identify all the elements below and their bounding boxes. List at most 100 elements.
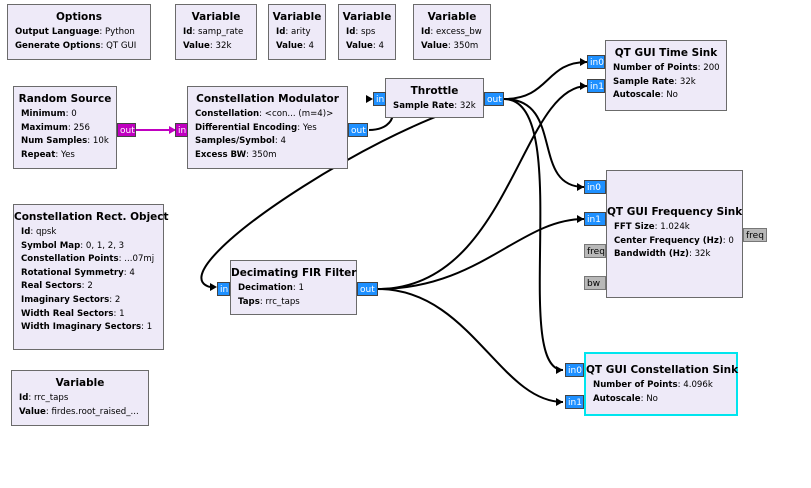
random-source-block[interactable]: Random Source Minimum: 0 Maximum: 256 Nu…: [13, 86, 117, 169]
variable-sps-block[interactable]: Variable Id: sps Value: 4: [338, 4, 396, 60]
param-key: Autoscale: [593, 393, 641, 404]
block-title: Throttle: [410, 85, 459, 97]
param-value: <con... (m=4)>: [264, 109, 334, 119]
param-value: sps: [361, 27, 376, 37]
freq-sink-in0-port[interactable]: in0: [584, 180, 606, 194]
param-value: No: [646, 393, 658, 404]
param-value: 2: [114, 294, 121, 305]
param-value: rrc_taps: [34, 393, 69, 403]
arrow-freqsink-in0: [577, 183, 584, 191]
param-value: ...07mj: [124, 254, 155, 265]
constellation-modulator-block[interactable]: Constellation Modulator Constellation: <…: [187, 86, 348, 169]
block-title: Constellation Modulator: [196, 93, 339, 105]
block-title: Constellation Rect. Object: [14, 211, 169, 223]
param-key: Id: [183, 27, 193, 37]
const-sink-in0-port[interactable]: in0: [565, 363, 584, 377]
param-value: samp_rate: [198, 27, 244, 37]
arrow-freqsink-in1: [577, 215, 584, 223]
connection-throttle-to-timesink-in0[interactable]: [503, 61, 588, 100]
param-key: Autoscale: [613, 90, 661, 101]
param-value: 10k: [92, 136, 109, 147]
param-key: Id: [346, 27, 356, 37]
qt-gui-time-sink-block[interactable]: QT GUI Time Sink Number of Points: 200 S…: [605, 40, 727, 111]
block-title: QT GUI Frequency Sink: [607, 206, 743, 218]
time-sink-in0-port[interactable]: in0: [587, 55, 605, 69]
param-value: 350m: [251, 149, 277, 160]
variable-rrc-taps-block[interactable]: Variable Id: rrc_taps Value: firdes.root…: [11, 370, 149, 426]
param-value: excess_bw: [436, 27, 482, 37]
param-key: Value: [276, 40, 303, 51]
connection-throttle-to-freqsink-in0[interactable]: [503, 98, 585, 188]
param-key: Differential Encoding: [195, 122, 298, 133]
freq-sink-freq-out-port[interactable]: freq: [743, 228, 767, 242]
param-value: 2: [87, 281, 93, 292]
param-value: qpsk: [36, 227, 57, 237]
param-key: Imaginary Sectors: [21, 294, 110, 305]
param-key: Value: [183, 40, 210, 51]
fir-in-port[interactable]: in: [217, 282, 230, 296]
param-key: Num Samples: [21, 136, 88, 147]
block-title: Variable: [55, 377, 105, 389]
variable-arity-block[interactable]: Variable Id: arity Value: 4: [268, 4, 326, 60]
freq-sink-freq-in-port[interactable]: freq: [584, 244, 606, 258]
freq-sink-in1-port[interactable]: in1: [584, 212, 606, 226]
param-key: Constellation: [195, 109, 260, 119]
param-value: Yes: [60, 149, 75, 160]
param-key: Sample Rate: [393, 101, 455, 111]
throttle-out-port[interactable]: out: [484, 92, 504, 106]
param-key: Constellation Points: [21, 254, 119, 265]
param-key: Real Sectors: [21, 281, 82, 292]
arrow-timesink-in0: [580, 58, 587, 66]
block-title: Variable: [272, 11, 322, 23]
fir-out-port[interactable]: out: [357, 282, 378, 296]
param-key: Center Frequency (Hz): [614, 235, 723, 246]
connection-fir-to-freqsink-in1[interactable]: [377, 218, 585, 290]
const-sink-in1-port[interactable]: in1: [565, 395, 584, 409]
param-key: Minimum: [21, 109, 66, 119]
throttle-block[interactable]: Throttle Sample Rate: 32k: [385, 78, 484, 118]
variable-excess-bw-block[interactable]: Variable Id: excess_bw Value: 350m: [413, 4, 491, 60]
modulator-in-port[interactable]: in: [175, 123, 188, 137]
param-key: Symbol Map: [21, 240, 81, 251]
connection-fir-to-constsink-in1[interactable]: [377, 288, 564, 403]
constellation-rect-object-block[interactable]: Constellation Rect. Object Id: qpsk Symb…: [13, 204, 169, 350]
block-title: Variable: [342, 11, 392, 23]
param-key: Maximum: [21, 122, 68, 133]
param-key: Width Real Sectors: [21, 308, 114, 319]
arrow-throttle-in: [366, 95, 373, 103]
param-key: Repeat: [21, 149, 56, 160]
arrow-constsink-in0: [556, 366, 563, 374]
qt-gui-frequency-sink-block[interactable]: QT GUI Frequency Sink FFT Size: 1.024k C…: [606, 170, 743, 298]
block-title: Options: [56, 11, 102, 23]
param-value: 0, 1, 2, 3: [85, 240, 125, 251]
time-sink-in1-port[interactable]: in1: [587, 79, 605, 93]
random-source-out-port[interactable]: out: [117, 123, 136, 137]
block-title: Decimating FIR Filter: [231, 267, 357, 279]
param-value: 32k: [694, 249, 711, 260]
param-value: 256: [73, 122, 90, 133]
decimating-fir-filter-block[interactable]: Decimating FIR Filter Decimation: 1 Taps…: [230, 260, 357, 315]
throttle-in-port[interactable]: in: [373, 92, 386, 106]
param-value: 1: [146, 322, 153, 333]
variable-samp-rate-block[interactable]: Variable Id: samp_rate Value: 32k: [175, 4, 257, 60]
param-key: Output Language: [15, 27, 100, 37]
param-value: 4: [129, 267, 135, 278]
modulator-out-port[interactable]: out: [348, 123, 368, 137]
param-key: Id: [421, 27, 431, 37]
qt-gui-constellation-sink-block[interactable]: QT GUI Constellation Sink Number of Poin…: [584, 352, 738, 416]
options-block[interactable]: Options Output Language: Python Generate…: [7, 4, 151, 60]
param-key: Samples/Symbol: [195, 136, 275, 147]
param-value: No: [666, 90, 678, 101]
block-title: QT GUI Time Sink: [614, 47, 718, 59]
param-key: Taps: [238, 296, 260, 307]
freq-sink-bw-in-port[interactable]: bw: [584, 276, 606, 290]
param-value: 32k: [215, 40, 232, 51]
param-value: 4: [280, 136, 286, 147]
param-key: Decimation: [238, 283, 293, 293]
arrow-timesink-in1: [580, 82, 587, 90]
connection-throttle-to-constsink-in0[interactable]: [503, 98, 564, 371]
param-value: 4.096k: [683, 380, 713, 390]
param-value: QT GUI: [106, 40, 137, 51]
param-key: Excess BW: [195, 149, 247, 160]
